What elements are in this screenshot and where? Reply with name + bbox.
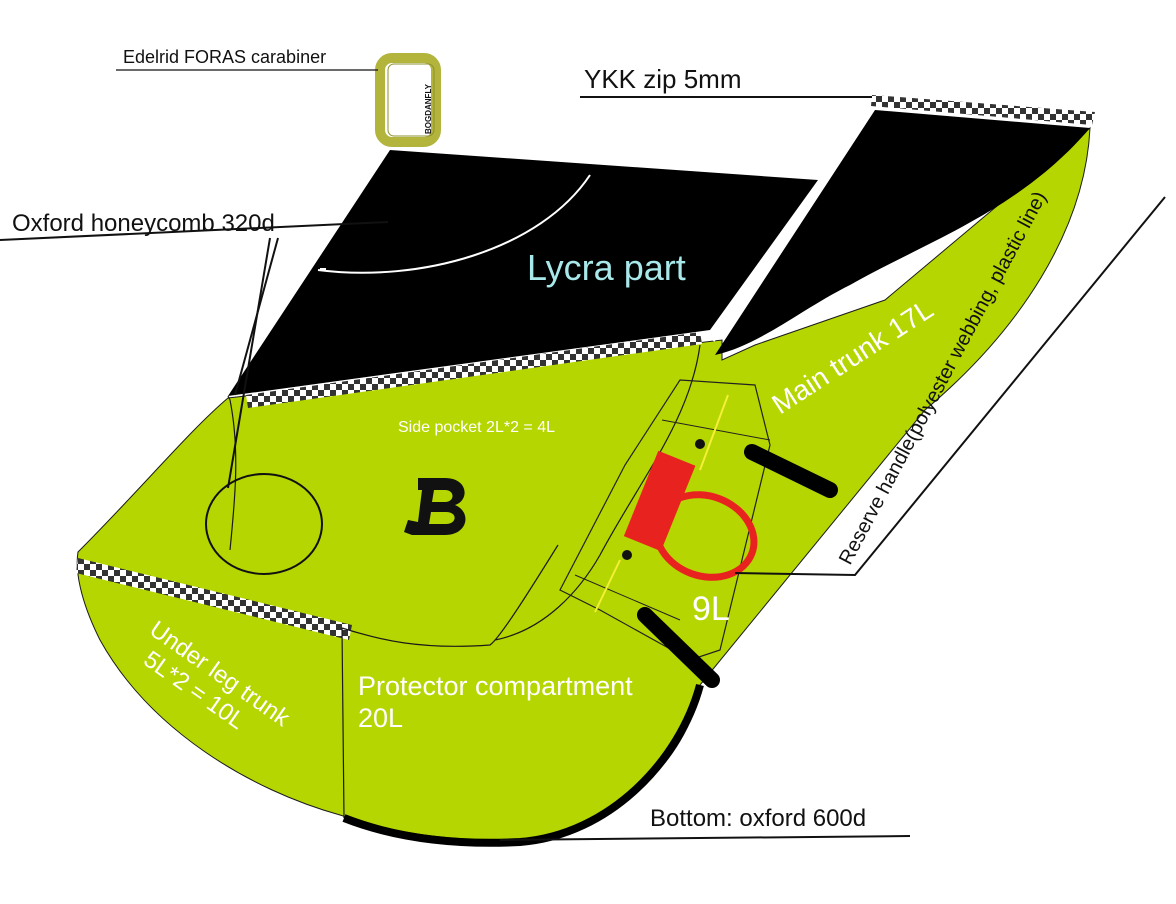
reserve-handle-block	[623, 450, 696, 552]
bottom-label: Bottom: oxford 600d	[650, 805, 866, 832]
carabiner-icon: BOGDANFLY	[375, 53, 441, 147]
carabiner-label: Edelrid FORAS carabiner	[123, 47, 326, 67]
side-pocket-seam	[227, 395, 559, 647]
pocket-curve	[494, 344, 701, 641]
honeycomb-leader-2	[234, 237, 279, 396]
panel-divider	[709, 180, 826, 342]
protector-label-1: Protector compartment	[358, 671, 633, 701]
reserve-leader	[734, 196, 1166, 577]
bottom-oxford-edge	[342, 683, 704, 847]
side-pocket-label: Side pocket 2L*2 = 4L	[398, 419, 555, 436]
zip-strip-underleg	[76, 558, 352, 640]
main-trunk-shell	[715, 110, 1090, 355]
zip-strip-main	[871, 95, 1095, 125]
pin-line-upper	[699, 394, 729, 471]
pin-dot-lower	[622, 550, 632, 560]
reserve-handle-loop[interactable]	[644, 481, 765, 590]
reserve-volume-label: 9L	[692, 590, 730, 628]
honeycomb-patch	[205, 473, 323, 575]
bottom-underline	[499, 835, 911, 841]
zip-strip-side	[246, 332, 702, 408]
carabiner-brand: BOGDANFLY	[424, 83, 433, 134]
protector-label-2: 20L	[358, 703, 403, 733]
strap-upper	[744, 444, 838, 498]
honeycomb-leader	[227, 237, 271, 489]
lycra-panel	[228, 150, 818, 396]
honeycomb-arc	[317, 174, 591, 274]
honeycomb-label: Oxford honeycomb 320d	[12, 210, 275, 237]
lycra-label: Lycra part	[527, 247, 686, 288]
bogdanfly-beta-logo-icon	[404, 478, 466, 535]
zip-label: YKK zip 5mm	[584, 64, 742, 94]
strap-lower	[637, 607, 720, 688]
honeycomb-underline	[0, 221, 389, 241]
pin-line-lower	[594, 559, 621, 613]
pin-dot-upper	[695, 439, 705, 449]
honeycomb-strip	[320, 268, 326, 270]
protector-seam	[341, 627, 345, 819]
